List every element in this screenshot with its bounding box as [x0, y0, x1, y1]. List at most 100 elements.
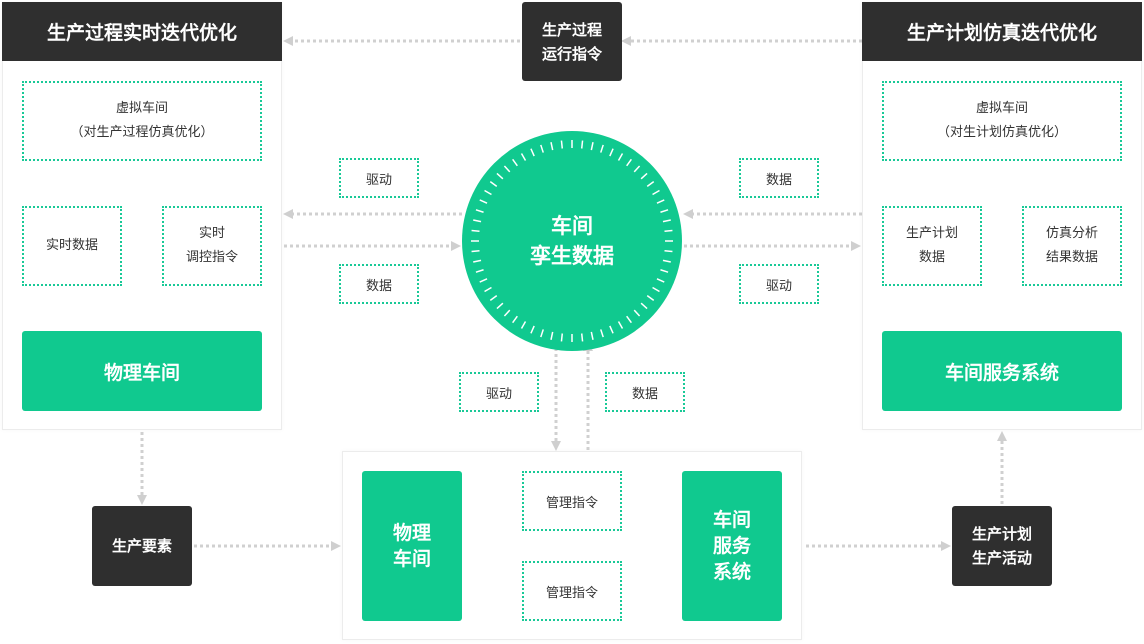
hub-tick [656, 199, 665, 204]
hub-tick [479, 199, 488, 204]
management-command-top: 管理指令 [522, 471, 622, 531]
hub-tick [656, 278, 665, 283]
label-left-drive: 驱动 [339, 158, 419, 198]
bottom-service-line2: 服务 [712, 535, 751, 557]
left-virtual-line2: （对生产过程仿真优化） [70, 125, 214, 140]
hub-tick [617, 321, 624, 329]
hub-tick [512, 315, 518, 324]
hub-circle [462, 131, 682, 351]
hub-tick [600, 329, 604, 338]
hub-tick [609, 325, 614, 334]
label-up-data: 数据 [605, 372, 685, 412]
hub-tick [560, 333, 564, 342]
hub-tick [617, 153, 624, 161]
plan-activity-box: 生产计划 生产活动 [952, 506, 1052, 586]
hub-tick [503, 309, 511, 317]
hub-tick [540, 144, 544, 153]
hub-tick [640, 302, 648, 310]
left-control-line1: 实时 [198, 226, 225, 241]
hub-tick [471, 249, 480, 253]
left-control-command-box: 实时 调控指令 [162, 206, 262, 286]
hub-tick [550, 331, 554, 340]
label-left-data: 数据 [339, 264, 419, 304]
hub-label-line2: 孪生数据 [530, 244, 614, 268]
bottom-service-line1: 车间 [712, 509, 751, 531]
hub-tick [489, 181, 498, 187]
right-plan-line1: 生产计划 [905, 226, 958, 241]
right-virtual-line1: 虚拟车间 [975, 101, 1028, 116]
hub-tick [473, 259, 482, 263]
right-sim-line2: 结果数据 [1045, 250, 1098, 265]
hub-tick [626, 158, 632, 167]
hub-tick [520, 321, 527, 329]
hub-tick [590, 142, 594, 151]
hub-tick [560, 140, 564, 149]
hub-tick [646, 295, 655, 301]
hub-tick [652, 189, 660, 196]
hub-label: 车间 孪生数据 [462, 131, 682, 351]
right-sim-line1: 仿真分析 [1045, 226, 1098, 241]
hub-tick [600, 144, 604, 153]
label-down-drive: 驱动 [459, 372, 539, 412]
hub-tick [660, 209, 669, 213]
hub-tick [489, 295, 498, 301]
label-right-drive: 驱动 [739, 264, 819, 304]
right-plan-data-box: 生产计划 数据 [882, 206, 982, 286]
label-right-data: 数据 [739, 158, 819, 198]
hub-tick [512, 158, 518, 167]
hub-tick [496, 172, 504, 180]
left-realtime-data-box: 实时数据 [22, 206, 122, 286]
hub-tick [580, 140, 584, 149]
hub-tick [633, 309, 641, 317]
hub-tick [471, 229, 480, 233]
top-run-line2: 运行指令 [541, 44, 602, 63]
hub-label-line1: 车间 [551, 214, 593, 238]
hub-tick [520, 153, 527, 161]
plan-activity-line1: 生产计划 [971, 525, 1032, 543]
twin-data-hub [462, 131, 682, 351]
left-physical-workshop: 物理车间 [22, 331, 262, 411]
hub-tick [550, 142, 554, 151]
hub-tick [662, 259, 671, 263]
bottom-service-system: 车间 服务 系统 [682, 471, 782, 621]
hub-tick [652, 286, 660, 293]
hub-tick [475, 209, 484, 213]
left-panel-title: 生产过程实时迭代优化 [2, 2, 282, 61]
hub-tick [662, 219, 671, 223]
hub-tick [475, 269, 484, 273]
left-control-line2: 调控指令 [185, 250, 238, 265]
hub-tick [626, 315, 632, 324]
hub-tick [540, 329, 544, 338]
top-run-line1: 生产过程 [541, 20, 602, 39]
hub-tick [530, 148, 535, 157]
hub-ticks [471, 140, 673, 342]
bottom-physical-line2: 车间 [392, 548, 431, 570]
hub-tick [640, 172, 648, 180]
left-realtime-data-label: 实时数据 [45, 238, 98, 253]
hub-tick [580, 333, 584, 342]
plan-activity-line2: 生产活动 [971, 549, 1032, 567]
bottom-physical-workshop: 物理 车间 [362, 471, 462, 621]
right-panel-title: 生产计划仿真迭代优化 [862, 2, 1142, 61]
left-virtual-workshop: 虚拟车间 （对生产过程仿真优化） [22, 81, 262, 161]
hub-tick [609, 148, 614, 157]
hub-tick [660, 269, 669, 273]
management-command-bottom: 管理指令 [522, 561, 622, 621]
hub-tick [496, 302, 504, 310]
bottom-physical-line1: 物理 [392, 522, 431, 544]
right-plan-line2: 数据 [918, 250, 945, 265]
right-service-system: 车间服务系统 [882, 331, 1122, 411]
hub-tick [664, 249, 673, 253]
right-virtual-line2: （对生计划仿真优化） [936, 125, 1067, 140]
top-run-command-box: 生产过程 运行指令 [522, 2, 622, 81]
hub-tick [484, 286, 492, 293]
hub-tick [503, 165, 511, 173]
right-virtual-workshop: 虚拟车间 （对生计划仿真优化） [882, 81, 1122, 161]
hub-tick [530, 325, 535, 334]
hub-tick [484, 189, 492, 196]
hub-tick [590, 331, 594, 340]
hub-tick [646, 181, 655, 187]
hub-tick [473, 219, 482, 223]
right-sim-result-box: 仿真分析 结果数据 [1022, 206, 1122, 286]
hub-tick [633, 165, 641, 173]
